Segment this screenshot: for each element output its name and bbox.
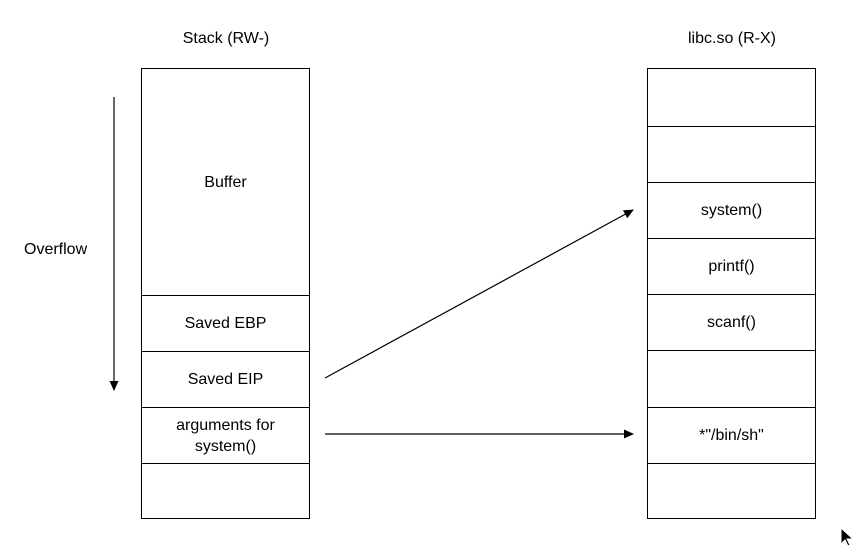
mouse-pointer-icon: [840, 527, 854, 547]
stack-cell-empty: [142, 463, 309, 518]
libc-cell-printf: printf(): [648, 238, 815, 294]
libc-cell-system: system(): [648, 182, 815, 238]
stack-cell-saved-ebp-label: Saved EBP: [184, 315, 267, 332]
stack-cell-buffer: Buffer: [142, 69, 309, 295]
eip-to-system-arrow: [324, 209, 634, 379]
libc-cell-empty-2: [648, 126, 815, 182]
libc-cell-empty-4: [648, 463, 815, 518]
stack-cell-arguments-label: arguments for system(): [176, 416, 275, 455]
stack-cell-saved-eip-label: Saved EIP: [187, 371, 264, 388]
stack-cell-saved-eip: Saved EIP: [142, 351, 309, 407]
stack-cell-arguments: arguments for system(): [142, 407, 309, 463]
libc-cell-bin-sh: *"/bin/sh": [648, 407, 815, 463]
stack-cell-buffer-label: Buffer: [204, 173, 247, 191]
libc-cell-scanf-label: scanf(): [707, 314, 756, 331]
libc-cell-system-label: system(): [700, 202, 763, 219]
libc-cell-empty-3: [648, 350, 815, 407]
libc-cell-printf-label: printf(): [708, 258, 755, 275]
libc-cell-scanf: scanf(): [648, 294, 815, 350]
stack-column: Buffer Saved EBP Saved EIP arguments for…: [141, 68, 310, 519]
libc-column: system() printf() scanf() *"/bin/sh": [647, 68, 816, 519]
libc-cell-bin-sh-label: *"/bin/sh": [699, 427, 764, 444]
stack-title: Stack (RW-): [182, 30, 270, 47]
stack-cell-saved-ebp: Saved EBP: [142, 295, 309, 351]
libc-title: libc.so (R-X): [687, 30, 776, 47]
libc-cell-empty-1: [648, 69, 815, 126]
overflow-label: Overflow: [24, 241, 88, 258]
